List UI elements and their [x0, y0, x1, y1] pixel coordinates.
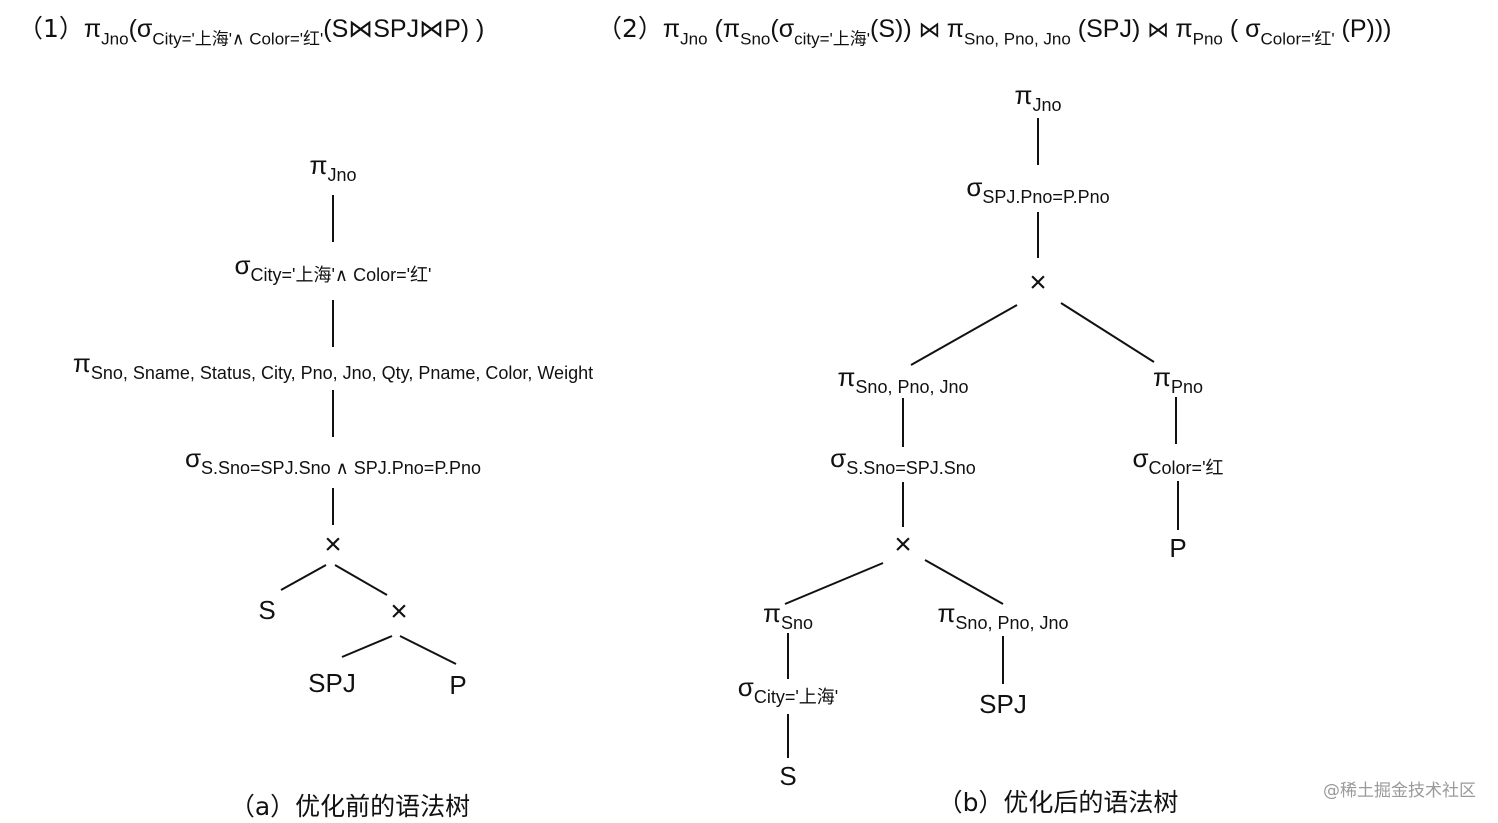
tree-a-leaf-p: P: [449, 670, 467, 700]
edge: [910, 304, 1018, 366]
sigma-symbol: σ: [966, 172, 983, 202]
pi-symbol: π: [662, 15, 681, 43]
pi-subscript: Pno: [1192, 29, 1223, 49]
formula-text: (: [707, 15, 723, 43]
sigma-subscript: S.Sno=SPJ.Sno: [846, 458, 976, 479]
sigma-symbol: σ: [830, 443, 847, 473]
formula-1-number: （1）: [18, 14, 84, 43]
tree-b-project-sno-pno-jno: πSno, Pno, Jno: [837, 362, 968, 398]
pi-symbol: π: [309, 150, 328, 180]
tree-a-leaf-s: S: [258, 595, 276, 625]
formula-text: (: [1222, 15, 1246, 43]
sigma-subscript: City='上海': [753, 687, 839, 708]
pi-subscript: Sno: [740, 29, 771, 49]
sigma-symbol: σ: [136, 15, 153, 43]
tree-b-select-color: σColor='红: [1132, 443, 1223, 480]
tree-a-project-all: πSno, Sname, Status, City, Pno, Jno, Qty…: [73, 348, 593, 384]
tree-b-select-sno: σS.Sno=SPJ.Sno: [830, 443, 976, 479]
sigma-symbol: σ: [737, 672, 754, 702]
natural-join-icon: ⋈: [918, 17, 947, 42]
cross-product-icon: ×: [1029, 266, 1047, 299]
pi-symbol: π: [1175, 15, 1193, 43]
tree-a-select-city-color: σCity='上海'∧ Color='红': [234, 250, 431, 287]
sigma-symbol: σ: [234, 250, 251, 280]
pi-symbol: π: [83, 15, 102, 43]
formula-text: (P))): [1334, 15, 1392, 43]
sigma-symbol: σ: [1245, 15, 1261, 43]
pi-symbol: π: [763, 598, 781, 628]
tree-b-project-pno: πPno: [1153, 362, 1203, 398]
pi-symbol: π: [1153, 362, 1171, 392]
sigma-subscript: S.Sno=SPJ.Sno ∧ SPJ.Pno=P.Pno: [201, 458, 482, 479]
pi-subscript: Sno, Pno, Jno: [855, 377, 969, 398]
tree-b-select-pno: σSPJ.Pno=P.Pno: [966, 172, 1109, 208]
pi-subscript: Jno: [101, 29, 129, 49]
pi-subscript: Sno, Sname, Status, City, Pno, Jno, Qty,…: [90, 363, 594, 384]
edge: [334, 564, 388, 596]
tree-b-select-city: σCity='上海': [738, 672, 838, 709]
formula-1-body: (S⋈SPJ⋈P) ): [323, 15, 485, 43]
formula-1: （1）πJno(σCity='上海'∧ Color='红'(S⋈SPJ⋈P) ): [18, 14, 484, 50]
tree-b-caption: （b）优化后的语法树: [937, 788, 1179, 817]
pi-subscript: Sno, Pno, Jno: [955, 613, 1069, 634]
tree-a-leaf-spj: SPJ: [308, 668, 356, 698]
tree-a-root-projection: πJno: [310, 150, 357, 186]
tree-b-leaf-p: P: [1169, 533, 1187, 563]
formula-text: (S)): [870, 15, 919, 43]
sigma-symbol: σ: [1132, 443, 1149, 473]
pi-subscript: Jno: [1032, 95, 1062, 116]
pi-symbol: π: [722, 15, 741, 43]
tree-b-leaf-spj: SPJ: [979, 689, 1027, 719]
tree-b-project-sno-pno-jno-2: πSno, Pno, Jno: [937, 598, 1068, 634]
edge: [1060, 302, 1155, 363]
edge: [399, 635, 457, 665]
sigma-subscript: Color='红: [1148, 458, 1224, 479]
sigma-subscript: Color='红': [1260, 29, 1335, 49]
pi-symbol: π: [72, 348, 91, 378]
tree-a-caption: （a）优化前的语法树: [229, 792, 471, 821]
tree-b-root-projection: πJno: [1015, 80, 1062, 116]
pi-symbol: π: [1014, 80, 1033, 110]
formula-text: (: [770, 15, 779, 43]
cross-product-icon: ×: [390, 595, 408, 628]
sigma-subscript: City='上海'∧ Color='红': [152, 29, 324, 49]
tree-b-project-sno: πSno: [763, 598, 813, 634]
paren: (: [128, 15, 137, 43]
cross-product-icon: ×: [324, 528, 342, 561]
sigma-symbol: σ: [778, 15, 795, 43]
pi-subscript: Jno: [327, 165, 357, 186]
edge: [280, 564, 327, 591]
sigma-subscript: City='上海'∧ Color='红': [250, 265, 432, 286]
pi-symbol: π: [937, 598, 956, 628]
pi-symbol: π: [946, 15, 965, 43]
sigma-subscript: city='上海': [794, 29, 871, 49]
pi-subscript: Sno, Pno, Jno: [964, 29, 1071, 49]
natural-join-icon: ⋈: [1147, 17, 1176, 42]
sigma-subscript: SPJ.Pno=P.Pno: [982, 187, 1110, 208]
formula-text: (SPJ): [1070, 15, 1148, 43]
watermark: @稀土掘金技术社区: [1323, 781, 1476, 801]
pi-subscript: Pno: [1170, 377, 1203, 398]
pi-symbol: π: [837, 362, 856, 392]
pi-subscript: Sno: [780, 613, 813, 634]
formula-2: （2）πJno (πSno(σcity='上海'(S)) ⋈ πSno, Pno…: [597, 14, 1392, 50]
pi-subscript: Jno: [680, 29, 708, 49]
edge: [341, 635, 393, 658]
cross-product-icon: ×: [894, 528, 912, 561]
formula-2-number: （2）: [597, 14, 663, 43]
tree-a-select-join: σS.Sno=SPJ.Sno ∧ SPJ.Pno=P.Pno: [185, 443, 481, 479]
tree-b-leaf-s: S: [779, 761, 797, 791]
sigma-symbol: σ: [184, 443, 202, 473]
